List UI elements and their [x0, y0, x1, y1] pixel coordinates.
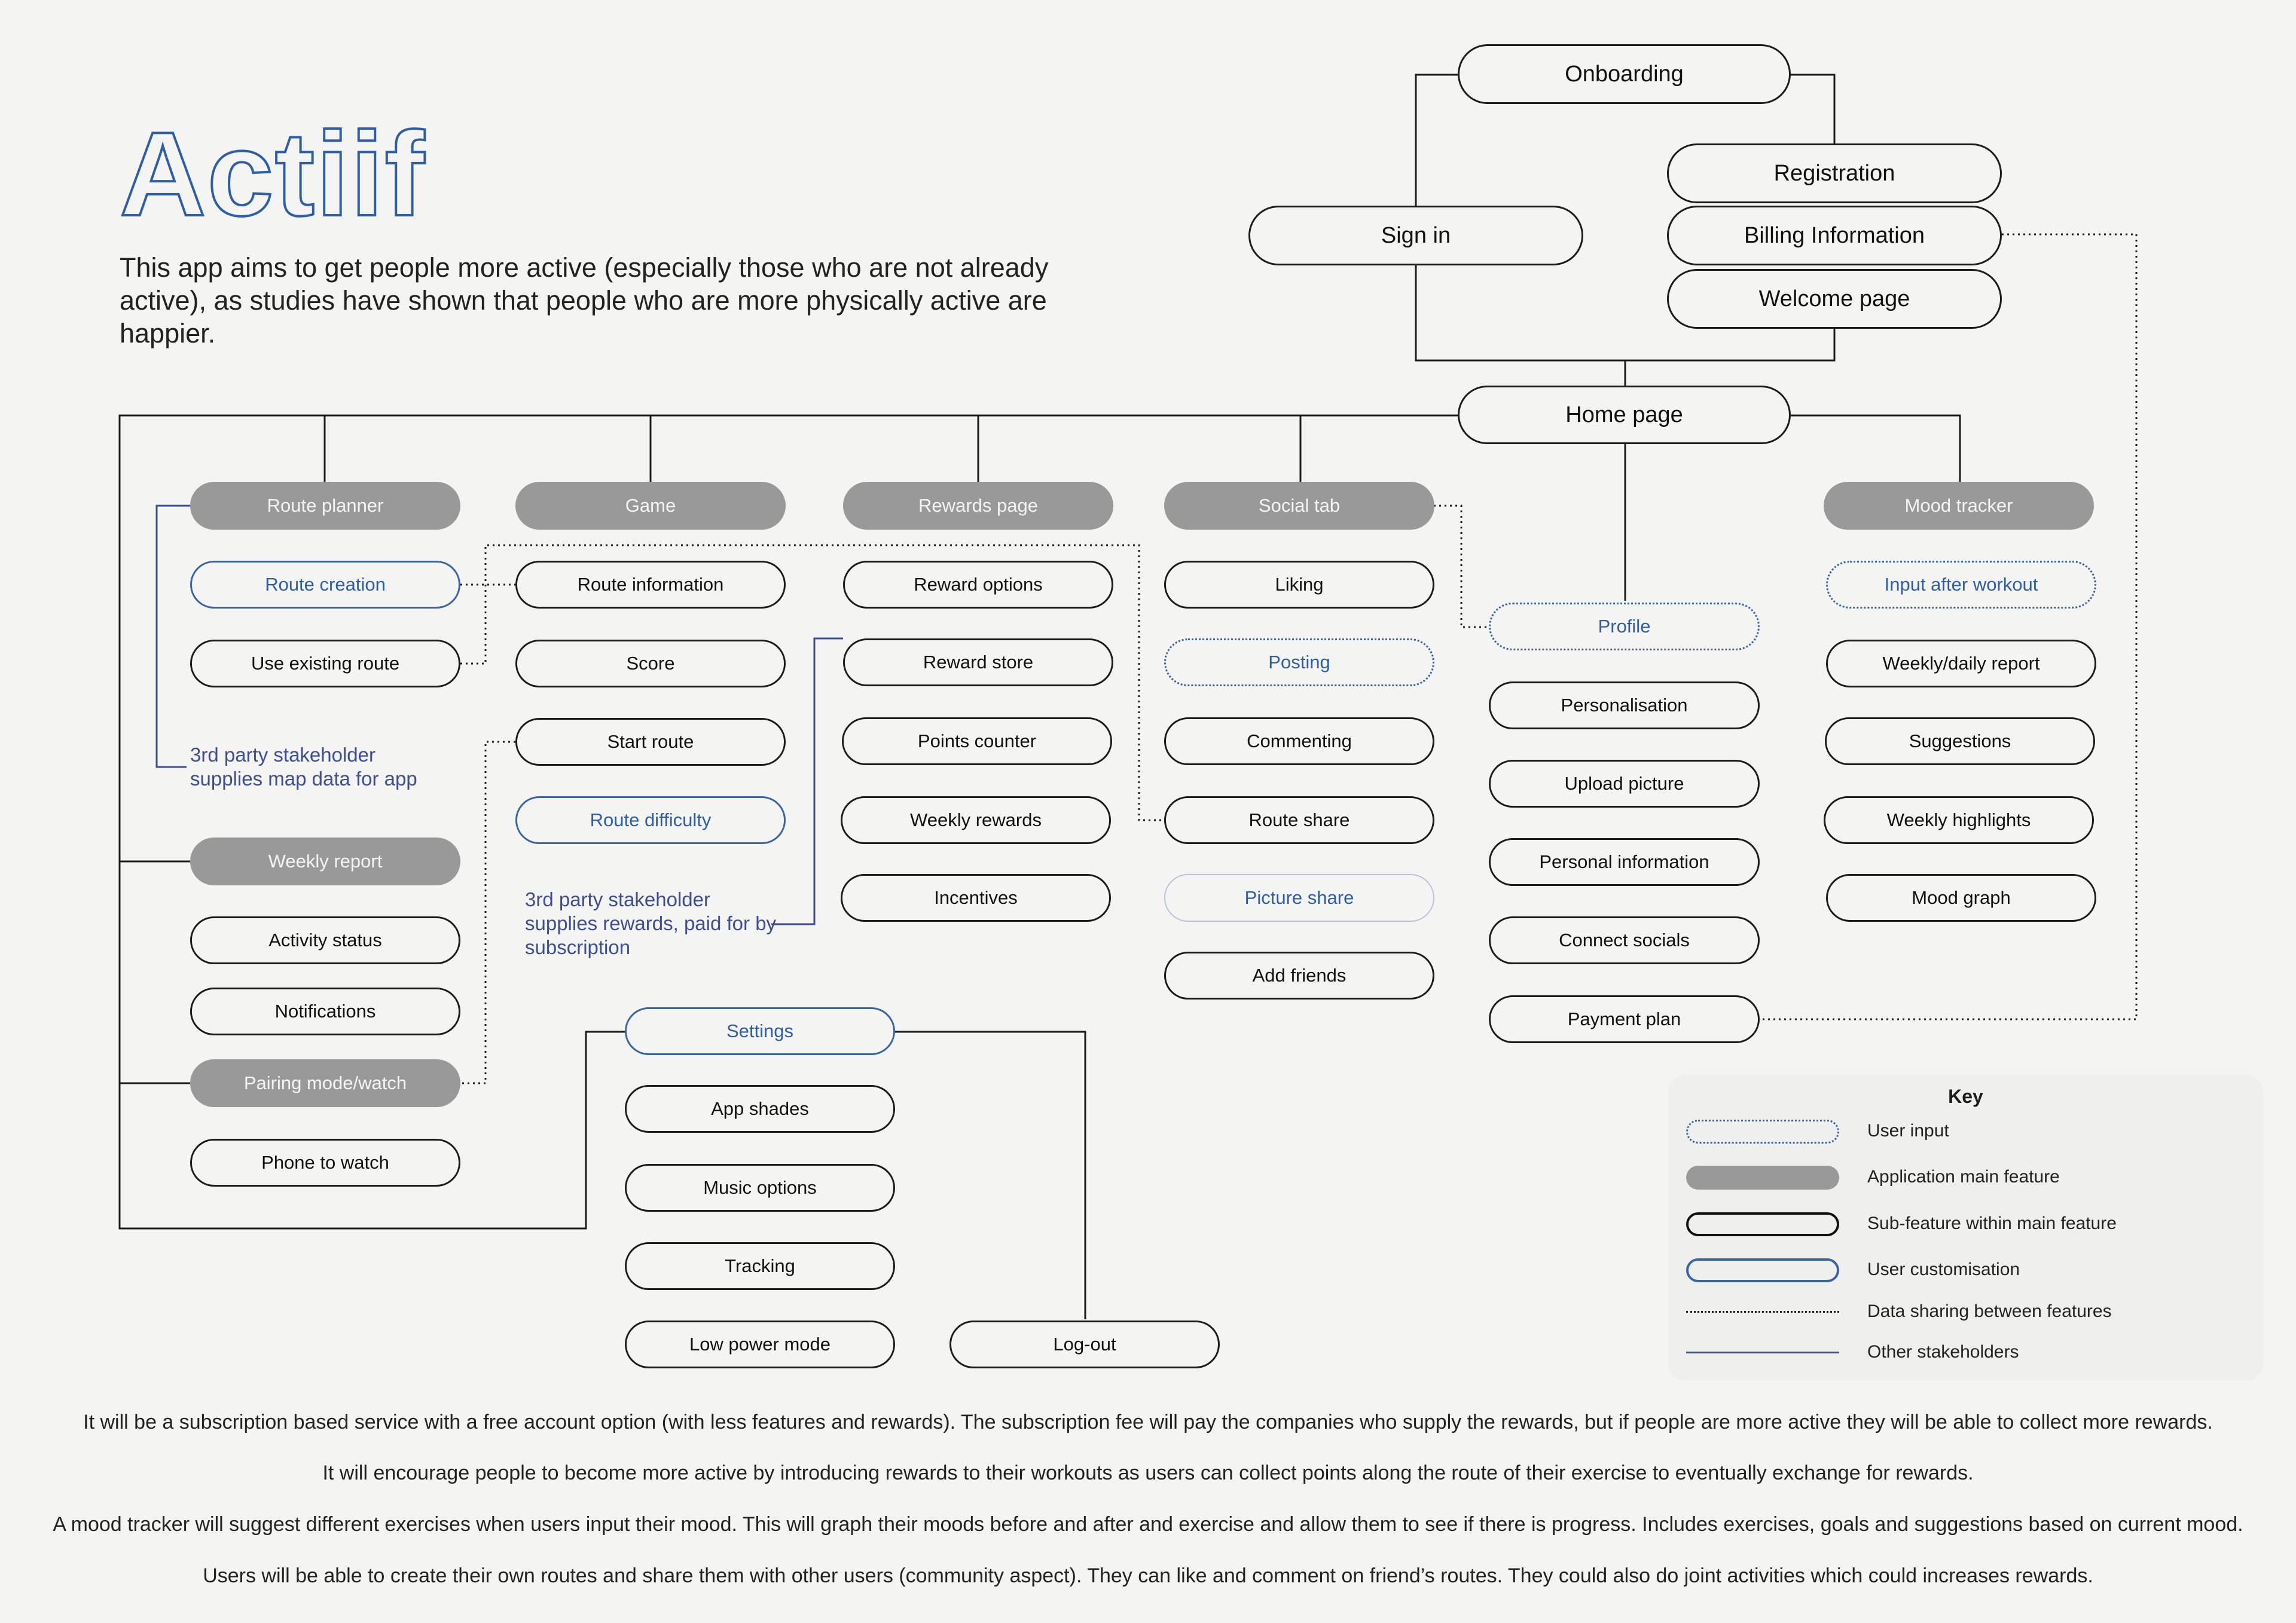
node-incentives[interactable]: Incentives	[841, 874, 1111, 922]
node-route-share[interactable]: Route share	[1164, 796, 1434, 844]
footer-note-2: It will encourage people to become more …	[322, 1462, 1974, 1484]
key-label-data-sharing: Data sharing between features	[1867, 1301, 2112, 1321]
key-sample-other-stakeholders	[1686, 1352, 1839, 1354]
node-reward-options[interactable]: Reward options	[843, 561, 1113, 609]
node-suggestions[interactable]: Suggestions	[1825, 717, 2095, 765]
key-row-user-customisation: User customisation	[1668, 1252, 2263, 1282]
node-phone-to-watch[interactable]: Phone to watch	[190, 1139, 460, 1187]
intro-text: This app aims to get people more active …	[120, 252, 1049, 349]
hierarchy-lines	[118, 74, 1961, 1319]
node-liking[interactable]: Liking	[1164, 561, 1434, 609]
node-registration[interactable]: Registration	[1667, 143, 2002, 203]
stakeholder-map-line1: 3rd party stakeholder	[190, 744, 376, 766]
stakeholder-map-note: 3rd party stakeholder supplies map data …	[190, 743, 417, 791]
node-points-counter[interactable]: Points counter	[842, 717, 1112, 765]
node-welcome-page[interactable]: Welcome page	[1667, 269, 2002, 329]
node-pairing-mode[interactable]: Pairing mode/watch	[190, 1059, 460, 1107]
stakeholder-rewards-note: 3rd party stakeholder supplies rewards, …	[525, 888, 776, 959]
node-rewards-page[interactable]: Rewards page	[843, 482, 1113, 530]
node-mood-tracker[interactable]: Mood tracker	[1824, 482, 2094, 530]
node-start-route[interactable]: Start route	[515, 718, 786, 766]
node-add-friends[interactable]: Add friends	[1164, 952, 1434, 1000]
node-payment-plan[interactable]: Payment plan	[1489, 995, 1760, 1043]
node-tracking[interactable]: Tracking	[625, 1242, 895, 1290]
stakeholder-map-line2: supplies map data for app	[190, 768, 417, 790]
stakeholder-lines	[155, 505, 843, 925]
node-activity-status[interactable]: Activity status	[190, 916, 460, 964]
stakeholder-rewards-line2: supplies rewards, paid for by	[525, 912, 777, 934]
node-billing-information[interactable]: Billing Information	[1667, 206, 2002, 265]
node-picture-share[interactable]: Picture share	[1164, 874, 1434, 922]
node-route-difficulty[interactable]: Route difficulty	[515, 796, 786, 844]
node-commenting[interactable]: Commenting	[1164, 717, 1434, 765]
key-row-data-sharing: Data sharing between features	[1668, 1294, 2263, 1324]
node-reward-store[interactable]: Reward store	[843, 638, 1113, 686]
node-use-existing-route[interactable]: Use existing route	[190, 640, 460, 687]
key-title: Key	[1948, 1086, 1983, 1107]
app-title: Actiif	[118, 108, 426, 241]
diagram-key: Key User input Application main feature …	[1668, 1075, 2263, 1381]
key-sample-user-input	[1686, 1120, 1839, 1144]
node-sign-in[interactable]: Sign in	[1248, 206, 1583, 265]
key-row-other-stakeholders: Other stakeholders	[1668, 1335, 2263, 1365]
footer-note-3: A mood tracker will suggest different ex…	[53, 1513, 2243, 1536]
node-weekly-report[interactable]: Weekly report	[190, 838, 460, 885]
node-personal-information[interactable]: Personal information	[1489, 838, 1760, 886]
key-label-user-input: User input	[1867, 1121, 1949, 1141]
node-route-creation[interactable]: Route creation	[190, 561, 460, 609]
key-sample-main-feature	[1686, 1166, 1839, 1190]
footer-note-4: Users will be able to create their own r…	[203, 1564, 2093, 1587]
node-profile[interactable]: Profile	[1489, 603, 1760, 650]
node-weekly-daily-report[interactable]: Weekly/daily report	[1826, 640, 2096, 687]
node-social-tab[interactable]: Social tab	[1164, 482, 1434, 530]
key-label-user-customisation: User customisation	[1867, 1260, 2020, 1279]
node-log-out[interactable]: Log-out	[949, 1321, 1220, 1368]
node-home-page[interactable]: Home page	[1458, 386, 1791, 444]
node-score[interactable]: Score	[515, 640, 786, 687]
node-route-planner[interactable]: Route planner	[190, 482, 460, 530]
key-row-main-feature: Application main feature	[1668, 1160, 2263, 1190]
key-sample-sub-feature	[1686, 1212, 1839, 1236]
node-settings[interactable]: Settings	[625, 1007, 895, 1055]
stakeholder-rewards-line3: subscription	[525, 936, 631, 958]
node-low-power-mode[interactable]: Low power mode	[625, 1321, 895, 1368]
key-label-sub-feature: Sub-feature within main feature	[1867, 1214, 2117, 1233]
node-route-information[interactable]: Route information	[515, 561, 786, 609]
key-row-user-input: User input	[1668, 1114, 2263, 1144]
node-game[interactable]: Game	[515, 482, 786, 530]
node-music-options[interactable]: Music options	[625, 1164, 895, 1212]
node-app-shades[interactable]: App shades	[625, 1085, 895, 1133]
key-label-main-feature: Application main feature	[1867, 1167, 2060, 1187]
node-onboarding[interactable]: Onboarding	[1458, 44, 1791, 104]
node-upload-picture[interactable]: Upload picture	[1489, 760, 1760, 808]
node-posting[interactable]: Posting	[1164, 638, 1434, 686]
node-mood-graph[interactable]: Mood graph	[1826, 874, 2096, 922]
node-input-after-workout[interactable]: Input after workout	[1826, 561, 2096, 609]
node-connect-socials[interactable]: Connect socials	[1489, 916, 1760, 964]
stakeholder-rewards-line1: 3rd party stakeholder	[525, 888, 711, 910]
node-weekly-highlights[interactable]: Weekly highlights	[1824, 796, 2094, 844]
data-sharing-lines	[460, 233, 2138, 1084]
node-weekly-rewards[interactable]: Weekly rewards	[841, 796, 1111, 844]
key-sample-user-customisation	[1686, 1258, 1839, 1282]
node-notifications[interactable]: Notifications	[190, 988, 460, 1035]
footer-note-1: It will be a subscription based service …	[83, 1411, 2213, 1434]
key-row-sub-feature: Sub-feature within main feature	[1668, 1206, 2263, 1236]
key-label-other-stakeholders: Other stakeholders	[1867, 1342, 2019, 1362]
node-personalisation[interactable]: Personalisation	[1489, 681, 1760, 729]
key-sample-data-sharing	[1686, 1311, 1839, 1313]
